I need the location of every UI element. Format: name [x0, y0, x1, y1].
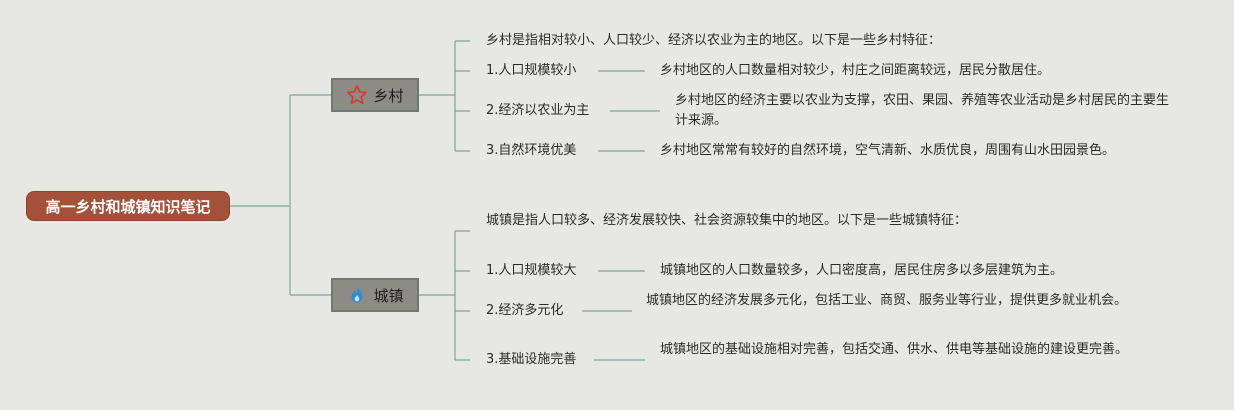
branch-town-label: 城镇: [373, 286, 404, 305]
branch-rural-label: 乡村: [373, 86, 404, 105]
rural-item-2-title[interactable]: 2.经济以农业为主: [486, 103, 590, 118]
town-item-2-title[interactable]: 2.经济多元化: [486, 303, 564, 318]
connector-branch-1: [419, 40, 470, 152]
branch-town[interactable]: 城镇: [331, 278, 419, 312]
rural-item-3-desc: 乡村地区常常有较好的自然环境，空气清新、水质优良，周围有山水田园景色。: [660, 143, 1116, 158]
town-intro: 城镇是指人口较多、经济发展较快、社会资源较集中的地区。以下是一些城镇特征：: [486, 213, 968, 228]
rural-item-2-desc: 乡村地区的经济主要以农业为支撑，农田、果园、养殖等农业活动是乡村居民的主要生计来…: [675, 93, 1170, 128]
connector-branch-2: [419, 230, 470, 361]
connector-root: [230, 94, 331, 296]
rural-intro: 乡村是指相对较小、人口较少、经济以农业为主的地区。以下是一些乡村特征：: [486, 33, 942, 48]
root-title: 高一乡村和城镇知识笔记: [45, 197, 211, 216]
town-item-2-desc: 城镇地区的经济发展多元化，包括工业、商贸、服务业等行业，提供更多就业机会。: [646, 293, 1128, 308]
root-topic[interactable]: 高一乡村和城镇知识笔记: [26, 191, 230, 221]
town-item-1-desc: 城镇地区的人口数量较多，人口密度高，居民住房多以多层建筑为主。: [660, 263, 1064, 278]
rural-item-1-desc: 乡村地区的人口数量相对较少，村庄之间距离较远，居民分散居住。: [660, 63, 1051, 78]
flame-icon: [351, 285, 363, 303]
star-icon: [347, 85, 368, 105]
town-item-1-title[interactable]: 1.人口规模较大: [486, 263, 577, 278]
rural-item-3-title[interactable]: 3.自然环境优美: [486, 143, 577, 158]
town-item-3-desc: 城镇地区的基础设施相对完善，包括交通、供水、供电等基础设施的建设更完善。: [660, 342, 1129, 357]
town-item-3-title[interactable]: 3.基础设施完善: [486, 352, 577, 367]
rural-item-1-title[interactable]: 1.人口规模较小: [486, 63, 577, 78]
branch-rural[interactable]: 乡村: [331, 78, 419, 112]
